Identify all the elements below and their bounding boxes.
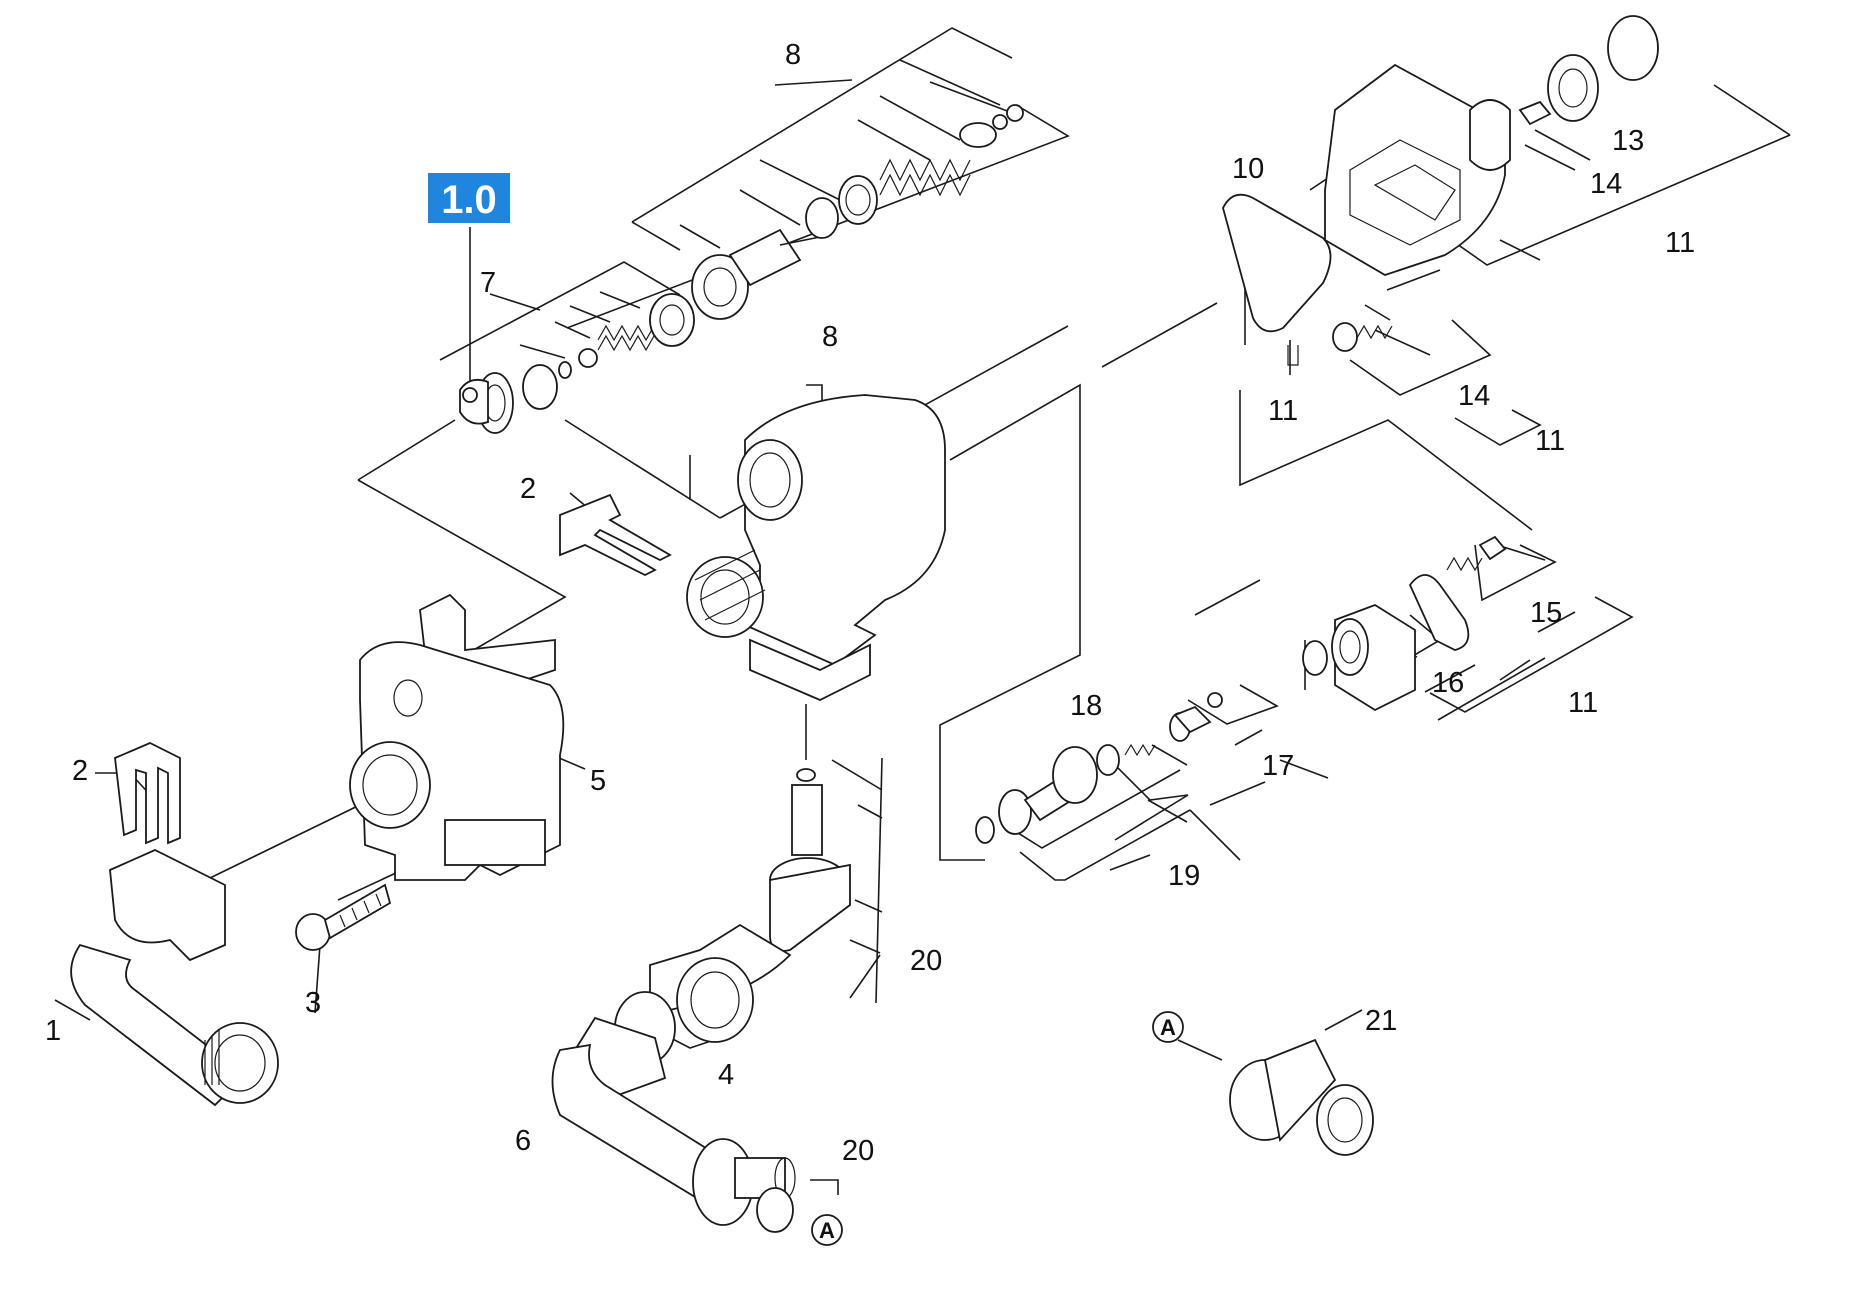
spring-part-7 [597, 324, 655, 352]
part-11-valve-block [1324, 63, 1511, 276]
part-14-pin [1518, 100, 1552, 126]
washer-8 [838, 175, 878, 225]
cap-ring [1607, 15, 1659, 81]
svg-text:1.0: 1.0 [441, 178, 497, 222]
callout-1: 1 [45, 1015, 61, 1047]
callout-8: 8 [785, 39, 801, 71]
callout-14: 14 [1590, 168, 1622, 200]
o-ring-16 [1302, 640, 1328, 676]
callout-11: 11 [1665, 227, 1695, 259]
callout-13: 13 [1612, 125, 1644, 157]
o-ring [522, 364, 558, 410]
callout-8: 8 [822, 321, 838, 353]
callout-14: 14 [1458, 380, 1490, 412]
gasket-16 [1408, 574, 1470, 651]
svg-text:A: A [819, 1218, 835, 1243]
disc-8 [959, 122, 997, 148]
part-20-tube [649, 768, 851, 1043]
part-15-spring [1446, 556, 1483, 572]
part-3-screw [295, 883, 392, 951]
callout-5: 5 [590, 765, 606, 797]
connector-marks: A A [811, 1011, 1184, 1246]
part-13-ring [1547, 54, 1599, 122]
o-ring-small [558, 361, 572, 379]
callouts: 1 2 2 3 4 5 6 7 8 8 10 11 11 11 11 13 14… [45, 39, 1695, 1167]
callout-16: 16 [1432, 667, 1464, 699]
piston-rod [691, 228, 831, 320]
callout-2: 2 [520, 473, 536, 505]
part-6-elbow [551, 1016, 796, 1233]
part-2-clip-lower [114, 742, 181, 845]
o-ring-18 [1096, 744, 1120, 776]
part-14-spring [1356, 324, 1393, 340]
highlight-label-1-0[interactable]: 1.0 [428, 173, 510, 223]
callout-3: 3 [305, 987, 321, 1019]
part-1-0-fitting [459, 372, 514, 434]
part-16-valve [1331, 604, 1416, 712]
svg-text:A: A [1160, 1015, 1176, 1040]
o-ring-19 [975, 816, 995, 844]
pin-11 [1287, 345, 1299, 366]
spring-part-8 [879, 158, 971, 197]
callout-2: 2 [72, 755, 88, 787]
o-ring-8 [805, 197, 839, 239]
connector-a-left: A [811, 1214, 843, 1246]
callout-15: 15 [1530, 597, 1562, 629]
callout-19: 19 [1168, 860, 1200, 892]
callout-10: 10 [1232, 153, 1264, 185]
part-21-adapter [1229, 1038, 1374, 1156]
part-10-gasket [1222, 193, 1332, 333]
part-19-piston [998, 746, 1098, 835]
valve-seat [649, 293, 695, 347]
callout-17: 17 [1262, 750, 1294, 782]
part-8-manifold [686, 394, 946, 701]
part-14-seat [1332, 322, 1358, 352]
callout-11: 11 [1535, 425, 1565, 457]
callout-18: 18 [1070, 690, 1102, 722]
callout-11: 11 [1268, 395, 1298, 427]
part-18-spring [1124, 743, 1156, 757]
callout-21: 21 [1365, 1005, 1397, 1037]
part-2-clip-upper [559, 493, 672, 577]
part-15-pin [1478, 535, 1507, 561]
part-17-insert [1169, 692, 1223, 742]
parts [70, 15, 1659, 1233]
part-1-elbow [70, 849, 279, 1107]
part-5-housing [349, 593, 565, 881]
callout-11: 11 [1568, 687, 1598, 719]
callout-20: 20 [910, 945, 942, 977]
callout-6: 6 [515, 1125, 531, 1157]
connector-a-right: A [1152, 1011, 1184, 1043]
callout-7: 7 [480, 267, 496, 299]
callout-4: 4 [718, 1059, 734, 1091]
callout-20: 20 [842, 1135, 874, 1167]
ball [578, 348, 598, 368]
